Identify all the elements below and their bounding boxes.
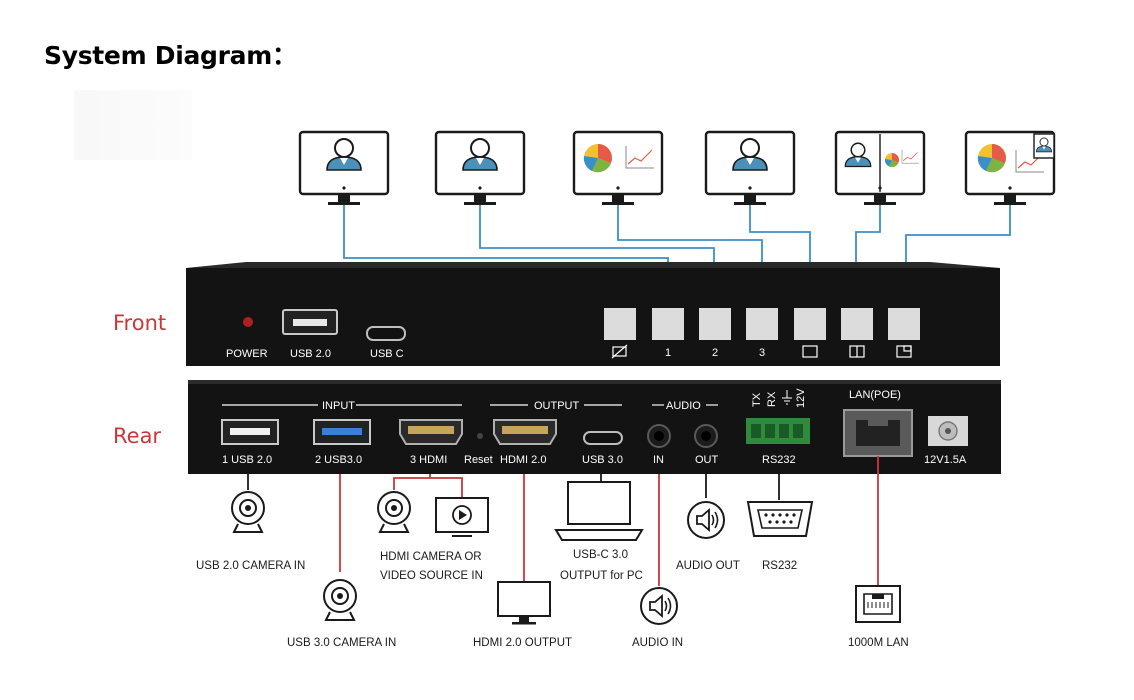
usb2-camera-caption: USB 2.0 CAMERA IN — [196, 560, 305, 572]
front-label: Front — [113, 311, 166, 335]
rear-reset-label: Reset — [464, 454, 493, 466]
lan-port-icon — [855, 585, 901, 623]
rear-hdmi-in-port — [399, 419, 463, 445]
db9-connector-icon — [746, 501, 814, 537]
ground-icon — [782, 390, 792, 405]
rear-output-group-label: OUTPUT — [534, 400, 580, 412]
rear-usb2-label: 1 USB 2.0 — [222, 454, 272, 466]
front-button-1-label: 1 — [665, 347, 671, 359]
monitor-5 — [834, 130, 926, 207]
video-source-icon — [435, 497, 489, 537]
front-usbc-label: USB C — [370, 348, 404, 360]
split-view-icon — [849, 345, 865, 358]
usbc-caption-2: OUTPUT for PC — [560, 570, 643, 582]
front-button-3-label: 3 — [759, 347, 765, 359]
hdmi-camera-icon — [377, 491, 411, 533]
hdmi-camera-caption-1: HDMI CAMERA OR — [380, 551, 482, 563]
reset-pinhole[interactable] — [477, 433, 483, 439]
monitor-4 — [704, 130, 796, 207]
hdmi-output-monitor-icon — [497, 581, 551, 625]
rear-lan-label: LAN(POE) — [849, 389, 901, 401]
rs232-rx-label: RX — [766, 391, 778, 407]
usb2-camera-icon — [231, 491, 265, 533]
monitor-6 — [964, 130, 1056, 207]
rear-usb3-label: 2 USB3.0 — [315, 454, 362, 466]
single-view-icon — [802, 345, 818, 358]
rear-power-label: 12V1.5A — [924, 454, 967, 466]
rear-audio-out-label: OUT — [695, 454, 719, 466]
front-power-label: POWER — [226, 348, 268, 360]
audio-in-caption: AUDIO IN — [632, 637, 683, 649]
monitor-2 — [434, 130, 526, 207]
rear-hdmi-out-port — [493, 419, 557, 445]
rs232-terminal — [746, 418, 810, 444]
cables-rear — [247, 456, 879, 586]
front-usbc-port — [366, 326, 406, 341]
usb3-camera-icon — [323, 579, 357, 621]
front-button-split[interactable] — [841, 308, 873, 340]
audio-out-jack — [694, 424, 718, 448]
hdmi-output-caption: HDMI 2.0 OUTPUT — [473, 637, 572, 649]
rear-panel: INPUT OUTPUT AUDIO TX RX — [188, 380, 1001, 474]
rear-usb30-label: USB 3.0 — [582, 454, 623, 466]
monitor-3 — [572, 130, 664, 207]
rs232-tx-label: TX — [751, 392, 763, 407]
screen-off-icon — [611, 344, 628, 359]
rs232-12v-label: 12V — [795, 388, 807, 408]
audio-out-caption: AUDIO OUT — [676, 560, 740, 572]
page-title: System Diagram： — [44, 41, 297, 70]
rear-input-group-label: INPUT — [322, 400, 355, 412]
rear-usbc-port — [583, 431, 623, 445]
front-usb2-label: USB 2.0 — [290, 348, 331, 360]
front-button-single[interactable] — [794, 308, 826, 340]
front-button-3[interactable] — [746, 308, 778, 340]
laptop-icon — [554, 481, 644, 541]
lan-caption: 1000M LAN — [848, 637, 909, 649]
power-led — [243, 317, 253, 327]
hdmi-camera-caption-2: VIDEO SOURCE IN — [380, 570, 483, 582]
front-button-2-label: 2 — [712, 347, 718, 359]
usbc-caption-1: USB-C 3.0 — [573, 549, 628, 561]
rear-hdmi-label: 3 HDMI — [410, 454, 447, 466]
monitor-1 — [298, 130, 390, 207]
audio-out-speaker-icon — [687, 501, 725, 539]
front-button-pip[interactable] — [888, 308, 920, 340]
front-button-off[interactable] — [604, 308, 636, 340]
usb3-camera-caption: USB 3.0 CAMERA IN — [287, 637, 396, 649]
pip-view-icon — [896, 345, 912, 358]
rear-hdmi20-label: HDMI 2.0 — [500, 454, 546, 466]
rs232-caption: RS232 — [762, 560, 797, 572]
audio-in-speaker-icon — [640, 587, 678, 625]
rear-rs232-label: RS232 — [762, 454, 796, 466]
rear-audio-group-label: AUDIO — [666, 400, 701, 412]
front-button-1[interactable] — [652, 308, 684, 340]
rear-audio-in-label: IN — [653, 454, 664, 466]
faint-watermark — [74, 90, 192, 160]
front-panel: POWER USB 2.0 USB C 1 2 3 — [186, 262, 1000, 366]
rear-label: Rear — [113, 424, 161, 448]
front-button-2[interactable] — [699, 308, 731, 340]
audio-in-jack — [647, 424, 671, 448]
